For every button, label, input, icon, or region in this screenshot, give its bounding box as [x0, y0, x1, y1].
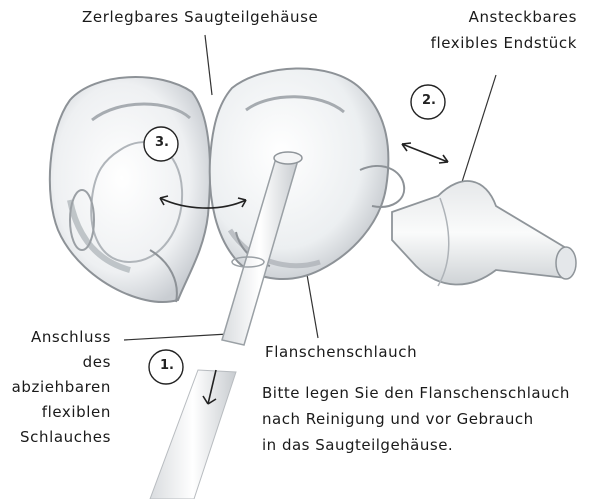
- right-housing-half: [210, 68, 404, 279]
- slide-arrow: [402, 144, 448, 162]
- connection-label-line1: Anschluss: [31, 328, 111, 347]
- instruction-line3: in das Saugteilgehäuse.: [262, 432, 453, 458]
- connection-label-line3: abziehbaren: [12, 378, 111, 397]
- housing-label: Zerlegbares Saugteilgehäuse: [82, 8, 318, 27]
- housing-leader-line: [205, 35, 212, 95]
- left-housing-half: [50, 77, 210, 302]
- flange-tube-label: Flanschenschlauch: [265, 343, 417, 362]
- connection-label-line2: des: [83, 353, 111, 372]
- connection-label-line4: flexiblen: [42, 403, 111, 422]
- instruction-line1: Bitte legen Sie den Flanschenschlauch: [262, 380, 570, 406]
- tip-label-line1: Ansteckbares: [469, 8, 577, 27]
- tip-leader-line: [462, 75, 496, 182]
- connection-label-line5: Schlauches: [20, 428, 111, 447]
- flexible-hose: [150, 370, 236, 499]
- step-3-number: 3.: [155, 135, 169, 150]
- nasal-tip: [392, 181, 576, 286]
- step-1-number: 1.: [160, 358, 174, 373]
- connection-leader-line: [124, 334, 228, 340]
- step-2-number: 2.: [422, 93, 436, 108]
- instruction-line2: nach Reinigung und vor Gebrauch: [262, 406, 534, 432]
- tip-label-line2: flexibles Endstück: [431, 34, 577, 53]
